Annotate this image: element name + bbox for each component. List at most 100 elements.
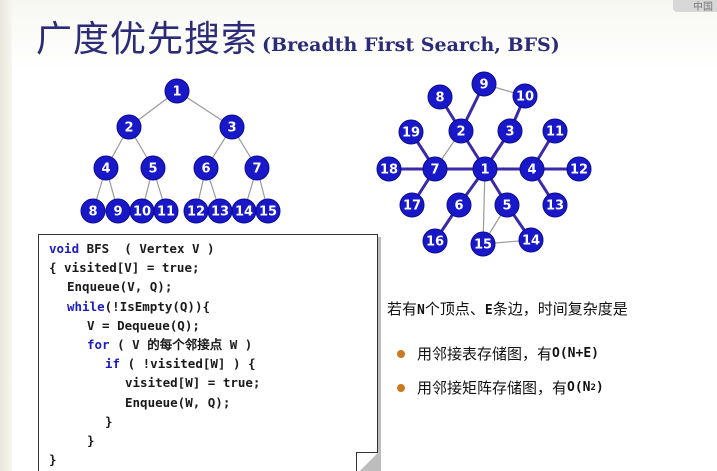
bullet-formula: O(N bbox=[567, 380, 591, 395]
node-circle bbox=[193, 155, 219, 181]
tree-node-5: 5 bbox=[140, 155, 166, 181]
node-label: 13 bbox=[211, 205, 229, 220]
node-label: 2 bbox=[124, 121, 133, 136]
node-circle bbox=[566, 156, 592, 182]
code-text: BFS ( Vertex V ) bbox=[79, 241, 215, 256]
code-keyword: void bbox=[49, 241, 80, 256]
code-line: void BFS ( Vertex V ) bbox=[49, 241, 215, 257]
node-label: 15 bbox=[474, 238, 492, 253]
node-label: 3 bbox=[227, 121, 236, 136]
node-label: 10 bbox=[516, 90, 534, 105]
code-keyword: for bbox=[87, 337, 110, 352]
code-box-fold bbox=[356, 452, 378, 471]
bullet-dot-icon bbox=[397, 383, 405, 392]
node-circle bbox=[470, 231, 496, 257]
code-text: Enqueue(W, Q); bbox=[125, 394, 231, 410]
tree-node-2: 2 bbox=[116, 114, 142, 140]
node-circle bbox=[255, 198, 281, 224]
node-label: 9 bbox=[113, 205, 122, 220]
info-head-pre: 若有 bbox=[387, 300, 418, 318]
code-text: } bbox=[49, 452, 57, 468]
node-label: 7 bbox=[430, 163, 439, 178]
node-label: 16 bbox=[426, 235, 444, 250]
bullet-formula-exponent: 2 bbox=[590, 382, 596, 393]
node-circle bbox=[519, 156, 545, 182]
graph-node-6: 6 bbox=[446, 192, 472, 218]
node-label: 4 bbox=[101, 162, 110, 177]
left-decoration bbox=[0, 0, 12, 471]
code-line: for ( V 的每个邻接点 W ) bbox=[87, 337, 252, 353]
graph-node-16: 16 bbox=[422, 228, 448, 254]
code-keyword: if bbox=[105, 356, 121, 372]
node-label: 4 bbox=[527, 163, 536, 178]
info-head-mid2: 条边，时间复杂度是 bbox=[492, 300, 628, 318]
node-label: 19 bbox=[402, 126, 420, 141]
node-circle bbox=[518, 227, 544, 253]
node-label: 8 bbox=[88, 205, 97, 220]
graph-node-5: 5 bbox=[494, 192, 520, 218]
tree-node-12: 12 bbox=[183, 198, 209, 224]
node-circle bbox=[472, 156, 498, 182]
node-label: 1 bbox=[480, 163, 489, 178]
tree-node-7: 7 bbox=[244, 155, 270, 181]
bullet-formula-tail: ) bbox=[595, 380, 604, 395]
code-box: void BFS ( Vertex V ) { visited[V] = true… bbox=[38, 234, 378, 471]
node-circle bbox=[398, 119, 424, 145]
slide-title: 广度优先搜索 (Breadth First Search, BFS) bbox=[36, 10, 560, 62]
code-line: } bbox=[49, 452, 57, 468]
graph-edge-light bbox=[482, 168, 486, 245]
tree-node-10: 10 bbox=[129, 198, 155, 224]
code-text: V = Dequeue(Q); bbox=[87, 317, 200, 333]
code-line: } bbox=[87, 433, 95, 449]
node-label: 11 bbox=[546, 125, 564, 140]
graph-node-4: 4 bbox=[519, 156, 545, 182]
tree-node-1: 1 bbox=[164, 78, 190, 104]
bullet-text: 用邻接矩阵存储图，有 bbox=[417, 379, 568, 397]
node-label: 15 bbox=[259, 205, 277, 220]
node-circle bbox=[140, 155, 166, 181]
graph-node-15: 15 bbox=[470, 231, 496, 257]
node-label: 18 bbox=[380, 163, 398, 178]
graph-node-2: 2 bbox=[448, 118, 474, 144]
code-line: } bbox=[105, 414, 113, 430]
code-line: visited[W] = true; bbox=[125, 375, 260, 391]
node-label: 3 bbox=[505, 125, 514, 140]
node-circle bbox=[422, 156, 448, 182]
code-line: { visited[V] = true; bbox=[49, 260, 200, 276]
code-text: ( !visited[W] ) { bbox=[120, 356, 256, 372]
node-label: 13 bbox=[546, 199, 564, 214]
code-line: while(!IsEmpty(Q)){ bbox=[67, 299, 210, 315]
node-circle bbox=[427, 84, 453, 110]
node-label: 12 bbox=[570, 163, 588, 178]
corner-logo-text: 中国 bbox=[693, 2, 713, 13]
code-text: visited[W] = true; bbox=[125, 375, 261, 391]
code-line: Enqueue(W, Q); bbox=[125, 395, 230, 411]
node-label: 6 bbox=[201, 162, 210, 177]
bullet-text: 用邻接表存储图，有 bbox=[417, 345, 553, 363]
info-head-e: E bbox=[484, 303, 493, 318]
node-circle bbox=[80, 198, 106, 224]
graph-node-9: 9 bbox=[471, 71, 497, 97]
tree-node-11: 11 bbox=[153, 198, 179, 224]
graph-node-14: 14 bbox=[518, 227, 544, 253]
node-label: 9 bbox=[479, 78, 488, 93]
complexity-question: 若有N个顶点、E条边，时间复杂度是 bbox=[387, 298, 628, 319]
info-head-mid1: 个顶点、 bbox=[424, 300, 485, 318]
node-circle bbox=[542, 118, 568, 144]
graph-node-11: 11 bbox=[542, 118, 568, 144]
tree-node-6: 6 bbox=[193, 155, 219, 181]
code-text: } bbox=[105, 413, 113, 429]
node-circle bbox=[422, 228, 448, 254]
corner-logo: 中国 bbox=[673, 0, 717, 13]
node-label: 5 bbox=[148, 162, 157, 177]
info-head-n: N bbox=[417, 303, 425, 318]
tree-node-9: 9 bbox=[105, 198, 131, 224]
node-circle bbox=[219, 114, 245, 140]
bullet-formula: O(N+E) bbox=[552, 346, 599, 361]
node-label: 8 bbox=[435, 91, 444, 106]
node-circle bbox=[153, 198, 179, 224]
node-label: 14 bbox=[522, 234, 540, 249]
graph-node-7: 7 bbox=[422, 156, 448, 182]
